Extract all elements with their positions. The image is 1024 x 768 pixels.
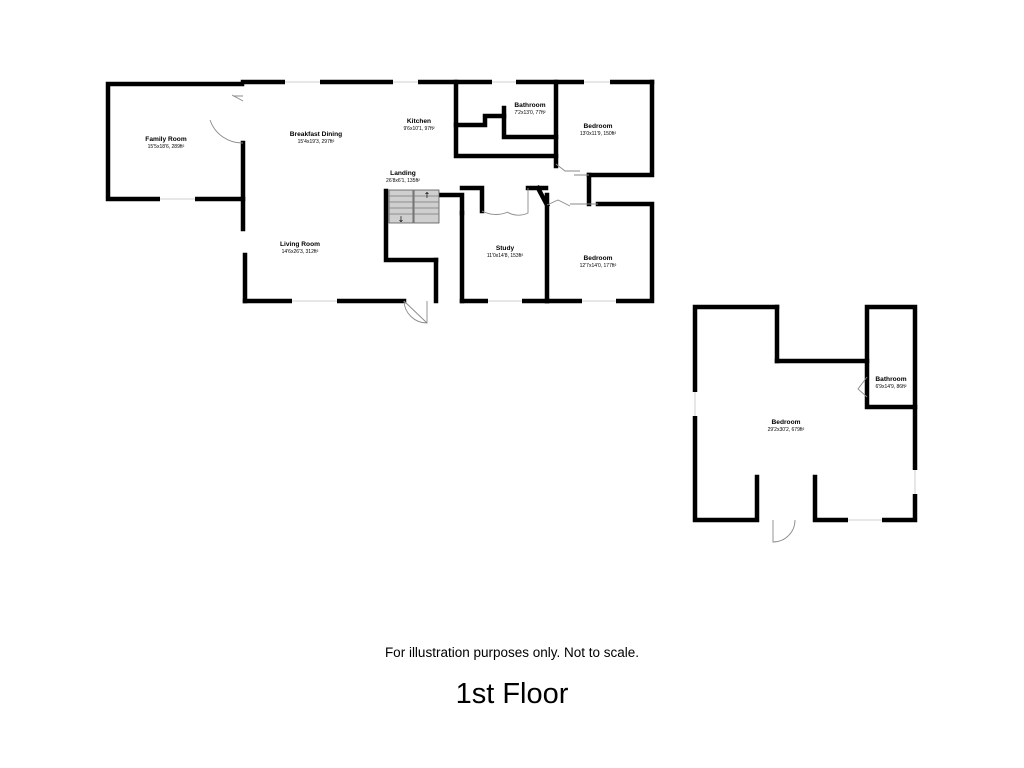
bedroom-2-dims: 12'7x14'0, 177ft² <box>580 263 617 269</box>
study-name: Study <box>496 245 515 252</box>
bedroom-1-name: Bedroom <box>584 123 613 130</box>
landing-name: Landing <box>390 170 416 177</box>
kitchen-name: Kitchen <box>407 118 431 125</box>
living-room-dims: 14'6x26'3, 312ft² <box>282 249 319 255</box>
stair-down-arrow-icon: ↓ <box>398 215 405 224</box>
bathroom-2-name: Bathroom <box>875 376 906 383</box>
annex-plan-doors <box>772 376 868 543</box>
staircase: ↓ ↑ <box>388 189 440 224</box>
bathroom-1-name: Bathroom <box>514 102 545 109</box>
main-plan-windows <box>160 79 616 304</box>
annex-plan-walls <box>692 304 918 523</box>
landing-dims: 26'8x6'1, 135ft² <box>386 178 420 184</box>
bedroom-3-name: Bedroom <box>772 419 801 426</box>
kitchen-dims: 9'6x10'1, 97ft² <box>403 126 434 132</box>
family-room-dims: 15'5x18'6, 289ft² <box>148 144 185 150</box>
study-dims: 11'0x14'8, 153ft² <box>487 253 524 259</box>
bathroom-2-dims: 6'9x14'9, 86ft² <box>875 384 906 390</box>
disclaimer-text: For illustration purposes only. Not to s… <box>384 645 640 660</box>
room-labels: Family Room 15'5x18'6, 289ft² Breakfast … <box>145 102 907 433</box>
floor-title: 1st Floor <box>455 678 569 710</box>
main-plan-doors <box>209 94 598 324</box>
bedroom-2-name: Bedroom <box>584 255 613 262</box>
breakfast-dining-name: Breakfast Dining <box>290 131 342 138</box>
breakfast-dining-dims: 15'4x19'3, 297ft² <box>298 139 335 145</box>
bedroom-1-dims: 13'0x11'9, 150ft² <box>580 131 617 137</box>
annex-plan-windows <box>692 392 918 523</box>
main-plan-walls <box>105 79 655 304</box>
stair-up-arrow-icon: ↑ <box>424 191 431 200</box>
bedroom-3-dims: 29'2x30'2, 679ft² <box>768 427 805 433</box>
family-room-name: Family Room <box>145 136 187 143</box>
bathroom-1-dims: 7'2x13'0, 77ft² <box>514 110 545 116</box>
living-room-name: Living Room <box>280 241 320 248</box>
